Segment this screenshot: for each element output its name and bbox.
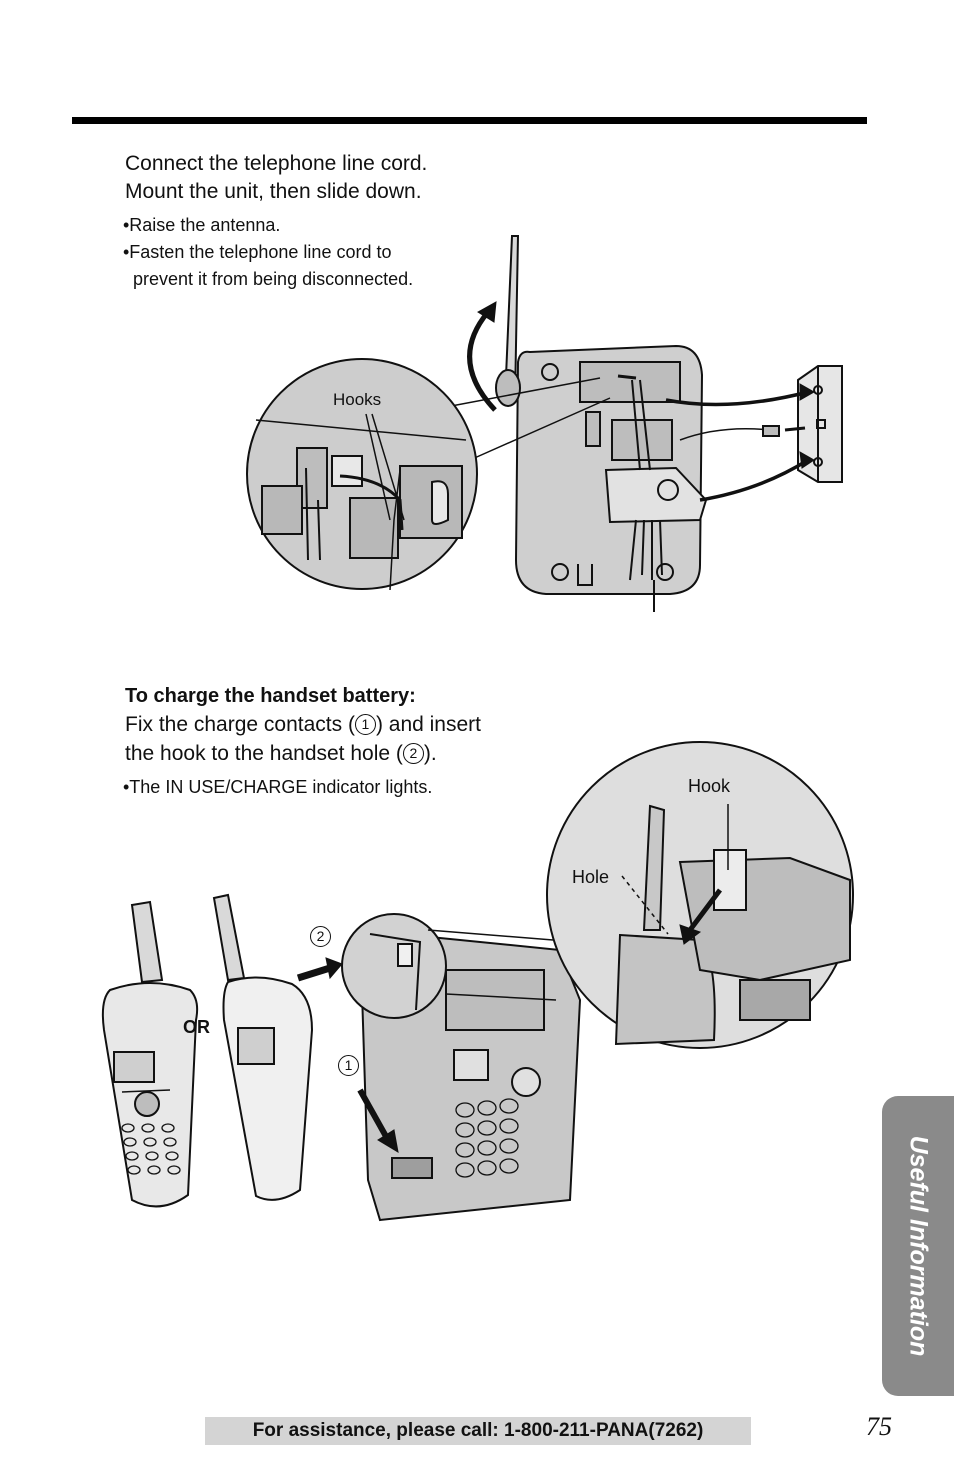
section-side-tab: Useful Information	[882, 1096, 954, 1396]
charge-line1: Fix the charge contacts (1) and insert	[125, 713, 481, 736]
charge-heading: To charge the handset battery:	[125, 685, 416, 707]
circle-number-2: 2	[402, 743, 424, 764]
hooks-zoom-circle	[246, 358, 478, 591]
page-number: 75	[866, 1412, 892, 1441]
base-unit-back-illustration	[467, 235, 843, 612]
bullet-fasten-cord-cont: prevent it from being disconnected.	[133, 269, 414, 289]
instruction-mount: Mount the unit, then slide down.	[125, 180, 422, 203]
bullet-fasten-cord: •Fasten the telephone line cord to	[123, 242, 392, 262]
handsets-and-base-illustration	[101, 741, 854, 1222]
circle-number-1: 1	[354, 714, 376, 735]
top-rule	[72, 117, 867, 124]
label-hooks: Hooks	[333, 390, 382, 409]
assistance-footer: For assistance, please call: 1-800-211-P…	[205, 1417, 751, 1445]
charge-line2: the hook to the handset hole (2).	[125, 742, 437, 765]
label-hole: Hole	[572, 867, 610, 887]
diagram-step-1: 1	[338, 1055, 359, 1077]
bullet-indicator-lights: •The IN USE/CHARGE indicator lights.	[123, 777, 433, 797]
diagram-step-2: 2	[310, 926, 331, 948]
instruction-connect: Connect the telephone line cord.	[125, 152, 428, 175]
bullet-raise-antenna: •Raise the antenna.	[123, 215, 281, 235]
label-or: OR	[183, 1017, 210, 1037]
label-hook: Hook	[688, 776, 731, 796]
